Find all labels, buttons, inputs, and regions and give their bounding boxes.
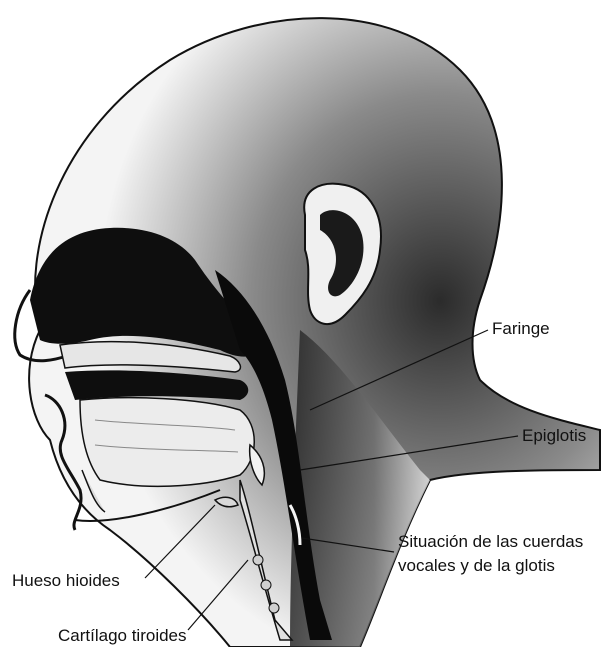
- label-cartilago-tiroides: Cartílago tiroides: [58, 625, 187, 647]
- label-epiglotis: Epiglotis: [522, 425, 586, 447]
- label-situacion: Situación de las cuerdas: [398, 531, 583, 553]
- label-hueso-hioides: Hueso hioides: [12, 570, 120, 592]
- tongue: [80, 398, 254, 487]
- label-vocales: vocales y de la glotis: [398, 555, 555, 577]
- label-faringe: Faringe: [492, 318, 550, 340]
